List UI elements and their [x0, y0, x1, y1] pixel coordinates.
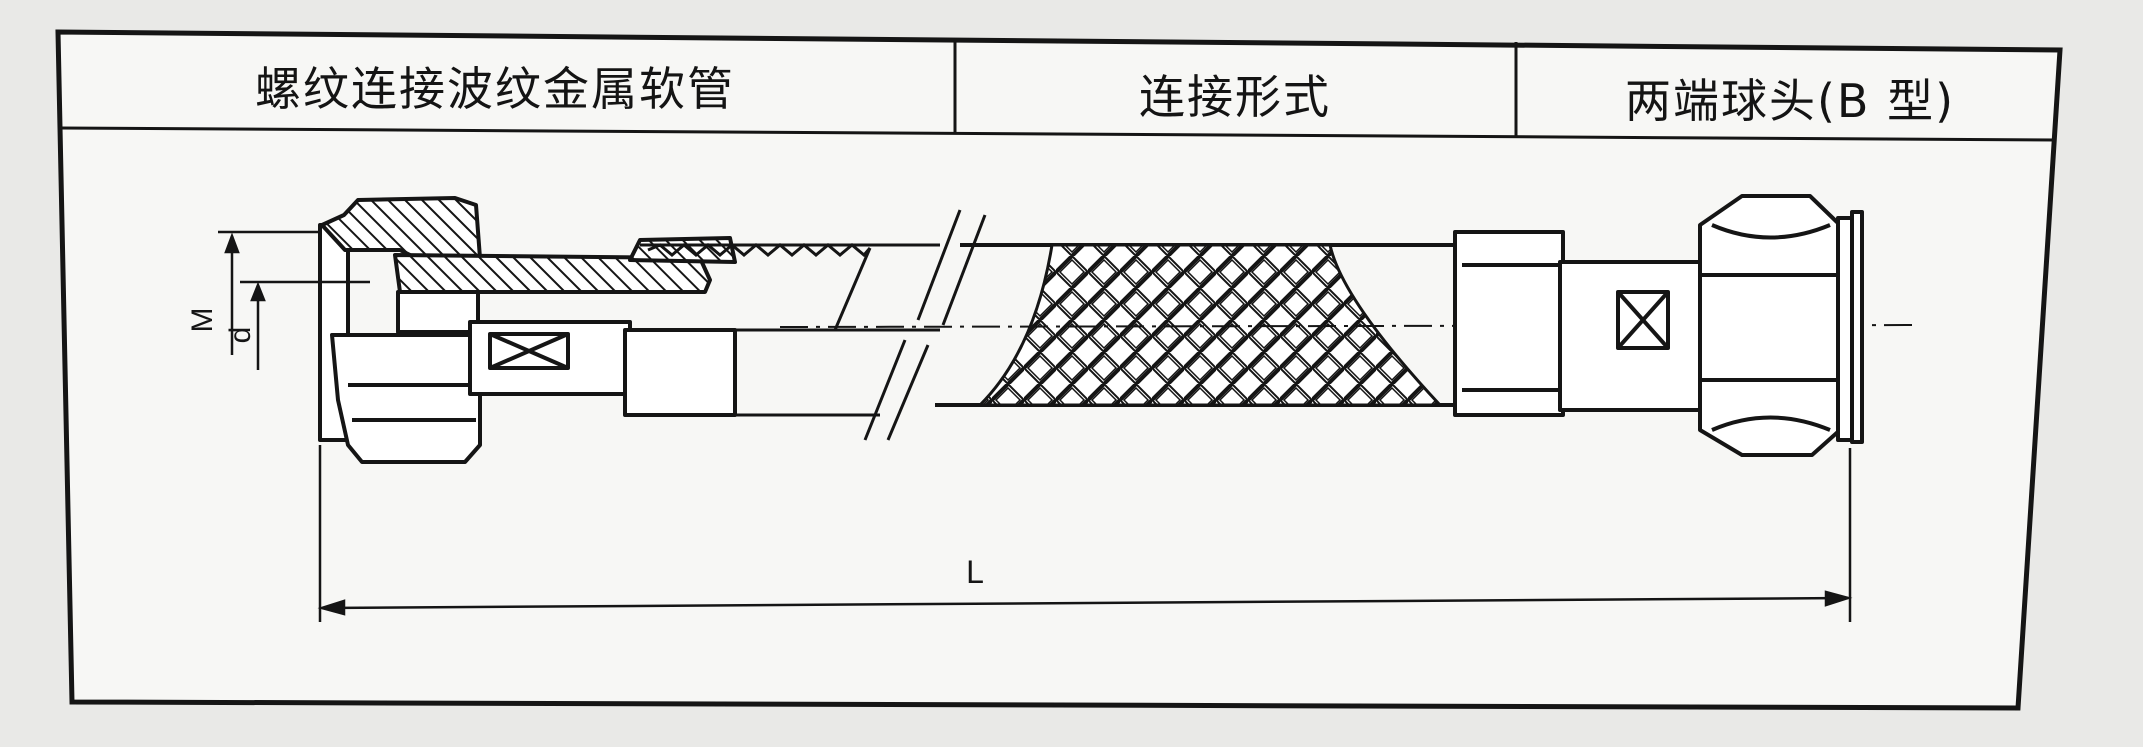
- dim-label-l: L: [966, 554, 984, 590]
- right-fitting: [1453, 194, 1864, 457]
- break-marks: [863, 209, 987, 441]
- product-title: 螺纹连接波纹金属软管: [255, 62, 735, 116]
- braided-sheath: [976, 243, 1444, 407]
- dimension-m-d: [218, 230, 370, 370]
- connection-label: 连接形式: [1139, 70, 1331, 124]
- header-divider: [59, 126, 2057, 142]
- left-fitting: [318, 196, 737, 464]
- corrugated-tube: [640, 243, 940, 417]
- dim-label-m: M: [186, 308, 219, 333]
- connection-value: 两端球头(B 型): [1624, 74, 1956, 128]
- dimension-l: [317, 445, 1853, 622]
- dim-label-d: d: [224, 327, 257, 344]
